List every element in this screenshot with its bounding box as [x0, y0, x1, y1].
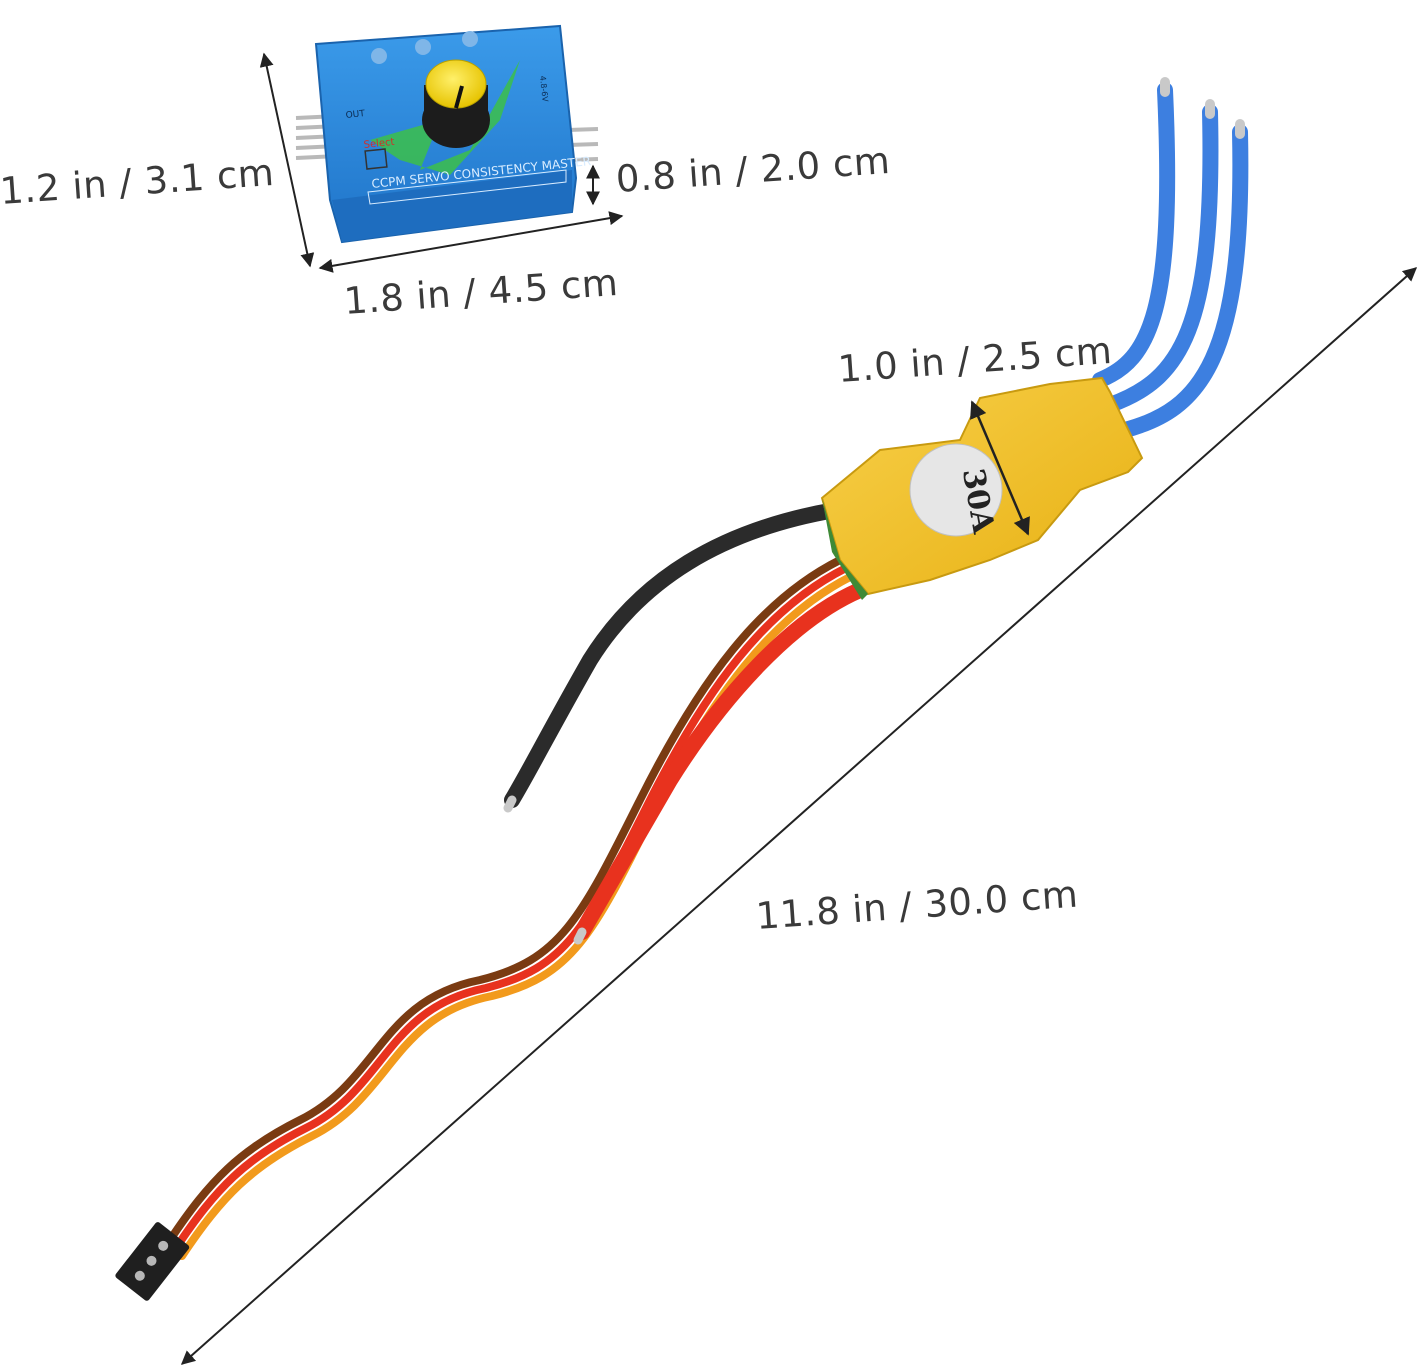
motor-wires: [1092, 77, 1249, 438]
esc-width-arrow: [970, 400, 1030, 536]
servo-tester: Select OUT 4.8-6V CCPM SERVO CONSISTENCY…: [295, 24, 599, 244]
black-wire: [504, 502, 843, 808]
select-button[interactable]: [364, 148, 388, 170]
tester-height-arrow: [259, 52, 315, 268]
tester-width-arrow: [318, 211, 624, 273]
select-label: Select: [363, 137, 395, 151]
out-label: OUT: [345, 109, 366, 121]
esc-controller: 30A: [115, 77, 1249, 1301]
cable-length-arrow: [180, 267, 1418, 1365]
led-1: [371, 48, 387, 64]
tester-knob[interactable]: [422, 59, 490, 148]
red-wire: [574, 582, 868, 940]
led-3: [462, 31, 478, 47]
voltage-label: 4.8-6V: [538, 75, 550, 102]
servo-connector: [115, 1222, 190, 1301]
led-2: [415, 39, 431, 55]
